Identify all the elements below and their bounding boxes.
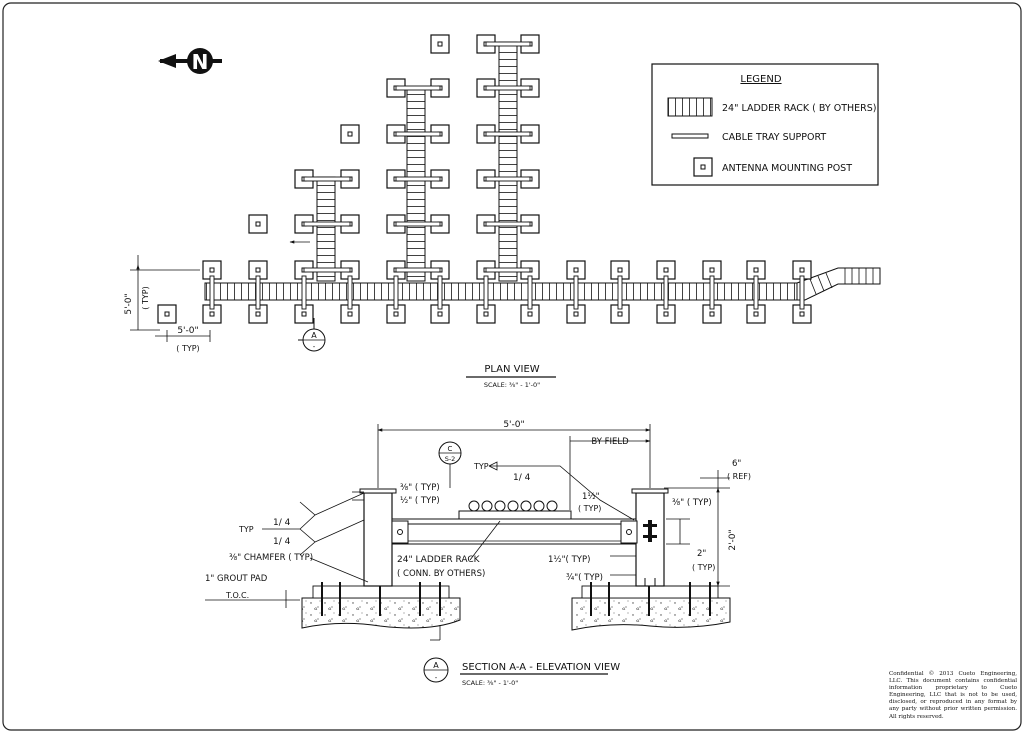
north-letter: N bbox=[192, 50, 209, 74]
legend-title: LEGEND bbox=[740, 74, 781, 85]
elevation-view bbox=[301, 488, 731, 631]
dim-1-5-typ: ( TYP) bbox=[578, 504, 601, 513]
vertical-ladder-rack bbox=[406, 87, 426, 282]
cable-tray-support bbox=[483, 275, 489, 310]
typ-left-label: TYP bbox=[238, 525, 254, 534]
cable-tray-support bbox=[395, 85, 441, 91]
cable-tray-support bbox=[395, 131, 441, 137]
antenna-post-icon bbox=[248, 214, 268, 234]
ladder-rack-icon bbox=[667, 97, 713, 117]
cable-tray-support bbox=[573, 275, 579, 310]
main-ladder-rack bbox=[204, 282, 798, 301]
dim-2-0: 2'-0" bbox=[728, 529, 738, 550]
section-marker: A - bbox=[423, 657, 449, 683]
detail-marker: C S-2 bbox=[438, 441, 462, 465]
plan-dimensions bbox=[130, 255, 211, 342]
cable-tray-support bbox=[255, 275, 261, 310]
dim-1-5: 1½" bbox=[582, 492, 600, 502]
cable-tray-support bbox=[303, 267, 351, 273]
legend-item-label: 24" LADDER RACK ( BY OTHERS) bbox=[722, 103, 876, 114]
section-marker-bottom: - bbox=[313, 343, 316, 351]
dim-6: 6" bbox=[732, 459, 741, 469]
cable-tray-support bbox=[663, 275, 669, 310]
cable-tray-support bbox=[799, 275, 805, 310]
plan-dim-horizontal: 5'-0" bbox=[177, 326, 198, 336]
ladder-rack-note: ( CONN. BY OTHERS) bbox=[397, 569, 485, 579]
left-post bbox=[363, 492, 393, 587]
cable-tray-support bbox=[303, 221, 351, 227]
antenna-post-icon bbox=[430, 34, 450, 54]
cable-tray-support-beam bbox=[391, 518, 637, 525]
concrete-pad-right bbox=[571, 597, 731, 631]
cable-tray-support bbox=[485, 267, 531, 273]
cable-tray-support bbox=[393, 275, 399, 310]
section-marker-bottom: - bbox=[435, 674, 438, 682]
cable-tray-support bbox=[527, 275, 533, 310]
section-marker-top: A bbox=[433, 661, 439, 670]
cable-tray-support bbox=[485, 85, 531, 91]
cable-tray-support bbox=[209, 275, 215, 310]
chamfer-label: ⅜" CHAMFER ( TYP) bbox=[229, 553, 313, 563]
cable-tray-support bbox=[301, 275, 307, 310]
cable-tray-support bbox=[303, 176, 351, 182]
cable-tray-support bbox=[485, 176, 531, 182]
weld-top-label: 1/ 4 bbox=[513, 473, 531, 483]
detail-marker-bottom: S-2 bbox=[445, 455, 456, 463]
legend-item-label: ANTENNA MOUNTING POST bbox=[722, 163, 852, 174]
by-field-label: BY FIELD bbox=[591, 437, 629, 447]
legend-item-label: CABLE TRAY SUPPORT bbox=[722, 132, 826, 143]
cable-tray-support bbox=[395, 176, 441, 182]
weld-left-1: 1/ 4 bbox=[273, 518, 291, 528]
cable-tray-support-icon bbox=[671, 133, 709, 139]
ladder-rack-label: 24" LADDER RACK bbox=[397, 555, 481, 565]
cable-tray-support bbox=[395, 267, 441, 273]
plan-view bbox=[157, 34, 881, 324]
plan-dim-vertical: 5'-0" bbox=[124, 293, 134, 314]
section-marker: A - bbox=[298, 318, 326, 352]
elevation-scale: SCALE: ⅜" - 1'-0" bbox=[462, 679, 518, 687]
dim-1-2-typ: ½" ( TYP) bbox=[400, 496, 440, 506]
plan-dim-horizontal-typ: ( TYP) bbox=[176, 344, 199, 353]
legend-box: LEGEND 24" LADDER RACK ( BY OTHERS) CABL… bbox=[651, 63, 879, 186]
dim-6-ref: ( REF) bbox=[727, 472, 751, 481]
cable-tray-support bbox=[485, 131, 531, 137]
toc-label: T.O.C. bbox=[225, 591, 249, 600]
dim-2-typ: ( TYP) bbox=[692, 563, 715, 572]
plan-title: PLAN VIEW bbox=[484, 364, 539, 375]
cable-tray-support bbox=[709, 275, 715, 310]
grout-pad-label: 1" GROUT PAD bbox=[205, 574, 268, 584]
section-marker-top: A bbox=[311, 331, 317, 340]
dim-1-5-low: 1½"( TYP) bbox=[548, 555, 590, 565]
antenna-post-icon bbox=[157, 304, 177, 324]
cable-tray-support bbox=[485, 221, 531, 227]
vertical-ladder-rack bbox=[498, 41, 518, 282]
plan-scale: SCALE: ⅜" - 1'-0" bbox=[484, 381, 540, 389]
cable-tray-support bbox=[437, 275, 443, 310]
cable-tray-support bbox=[347, 275, 353, 310]
detail-marker-top: C bbox=[448, 445, 453, 453]
cable-tray-support bbox=[395, 221, 441, 227]
dim-2: 2" bbox=[697, 549, 706, 559]
cable-tray-support bbox=[485, 41, 531, 47]
weld-left-2: 1/ 4 bbox=[273, 537, 291, 547]
vertical-ladder-rack bbox=[316, 176, 336, 282]
north-arrow-icon: N bbox=[158, 48, 222, 74]
typ-top-label: TYP bbox=[473, 462, 489, 471]
dim-3-4-low: ¾"( TYP) bbox=[566, 573, 603, 583]
overall-width-label: 5'-0" bbox=[503, 420, 524, 430]
antenna-post-icon bbox=[340, 124, 360, 144]
cable-tray-support bbox=[753, 275, 759, 310]
elevation-dimensions bbox=[205, 424, 730, 641]
confidential-notice: Confidential © 2013 Cueto Engineering, L… bbox=[889, 671, 1017, 720]
antenna-post-icon bbox=[693, 157, 713, 177]
cable-tray-support bbox=[617, 275, 623, 310]
dim-3-8-right: ⅜" ( TYP) bbox=[672, 498, 712, 508]
dim-3-8-typ: ⅜" ( TYP) bbox=[400, 483, 440, 493]
elevation-title: SECTION A-A - ELEVATION VIEW bbox=[462, 662, 620, 673]
plan-dim-vertical-typ: ( TYP) bbox=[141, 286, 150, 309]
